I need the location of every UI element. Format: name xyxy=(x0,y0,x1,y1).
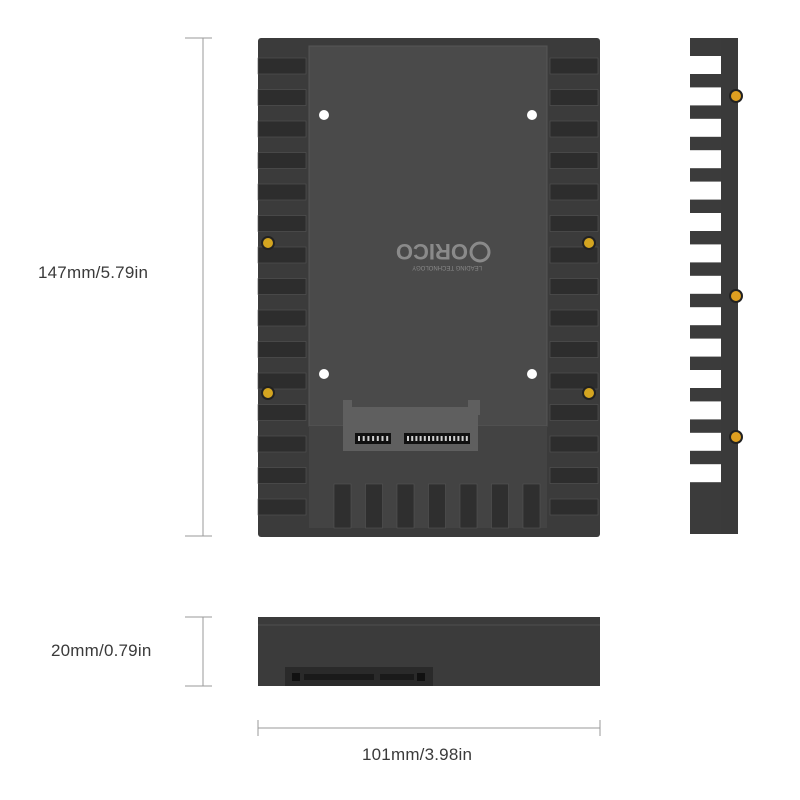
thickness-dimension-line xyxy=(185,616,212,687)
bracket-top-view xyxy=(258,617,600,686)
height-dimension-label: 147mm/5.79in xyxy=(38,263,149,282)
height-dimension-line xyxy=(185,37,212,537)
bottom-slots xyxy=(333,483,541,529)
drive-plate xyxy=(308,45,548,427)
bracket-front-view: ORICO LEADING TECHNOLOGY xyxy=(257,38,600,537)
orico-logo: ORICO LEADING TECHNOLOGY xyxy=(396,239,491,270)
sata-connector xyxy=(343,400,480,451)
svg-text:ORICO: ORICO xyxy=(396,239,468,264)
width-dimension-label: 101mm/3.98in xyxy=(362,745,473,764)
bracket-side-view xyxy=(690,38,743,534)
mounting-hole-icon xyxy=(319,110,537,379)
side-view-teeth xyxy=(690,56,721,483)
screw-icon xyxy=(261,236,596,400)
svg-text:LEADING TECHNOLOGY: LEADING TECHNOLOGY xyxy=(412,264,482,270)
side-ribs xyxy=(257,57,599,516)
screw-icon xyxy=(729,89,743,444)
thickness-dimension-label: 20mm/0.79in xyxy=(51,641,152,660)
width-dimension-line xyxy=(257,720,601,736)
